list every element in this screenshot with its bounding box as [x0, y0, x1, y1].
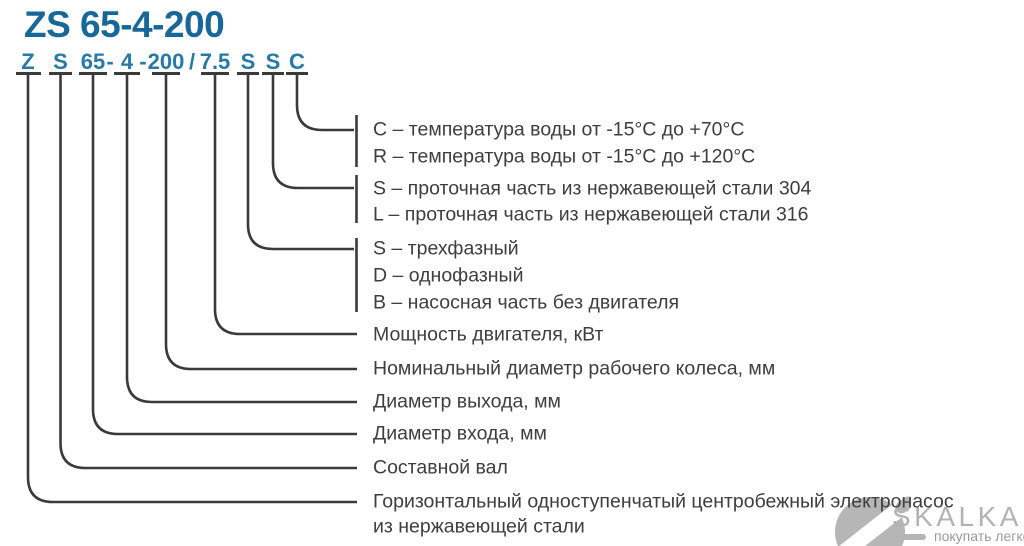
label-pump-type-line2: из нержавеющей стали: [373, 515, 585, 538]
label-temp-r: R – температура воды от -15°C до +120°C: [373, 145, 756, 167]
connector-power: [213, 75, 357, 336]
connector-inlet: [91, 75, 357, 436]
label-phase-s: S – трехфазный: [373, 237, 519, 259]
label-outlet-diameter: Диаметр выхода, мм: [373, 390, 561, 413]
label-inlet-diameter: Диаметр входа, мм: [373, 422, 547, 445]
connector-temperature: [295, 75, 354, 132]
brand-tagline: покупать легко: [934, 528, 1024, 544]
code-token-75: 7.5: [199, 49, 231, 74]
code-token-65: 65: [80, 49, 106, 74]
code-sep-dash1: -: [106, 49, 114, 74]
connector-shaft: [59, 75, 357, 470]
rolling-pin-icon: [830, 492, 910, 546]
connector-phase: [246, 75, 354, 251]
code-sep-slash: /: [188, 49, 196, 74]
label-temp-c: C – температура воды от -15°C до +70°C: [373, 118, 745, 140]
brand-underline: [884, 534, 926, 540]
label-material-s304: S – проточная часть из нержавеющей стали…: [373, 177, 812, 199]
code-token-s1: S: [53, 49, 68, 74]
connector-impeller: [164, 75, 357, 371]
label-material-l316: L – проточная часть из нержавеющей стали…: [373, 203, 809, 225]
label-impeller-diameter: Номинальный диаметр рабочего колеса, мм: [373, 357, 776, 380]
page-title: ZS 65-4-200: [24, 4, 225, 45]
connector-outlet: [125, 75, 357, 404]
code-token-c: C: [289, 49, 305, 74]
label-motor-power: Мощность двигателя, кВт: [373, 323, 604, 345]
connector-material: [271, 75, 354, 190]
code-sep-dash2: -: [139, 49, 147, 74]
label-pump-type-line1: Горизонтальный одноступенчатый центробеж…: [373, 490, 954, 513]
code-token-200: 200: [147, 49, 185, 74]
label-phase-d: D – однофазный: [373, 264, 524, 287]
connector-pump-type: [26, 75, 357, 504]
code-token-z: Z: [21, 49, 35, 74]
code-token-s2: S: [240, 49, 256, 74]
code-token-s3: S: [265, 49, 281, 74]
code-token-4: 4: [120, 49, 134, 74]
label-phase-b: B – насосная часть без двигателя: [373, 291, 680, 313]
label-shaft: Составной вал: [373, 456, 508, 479]
brand-name: SKALKA: [892, 501, 1022, 532]
